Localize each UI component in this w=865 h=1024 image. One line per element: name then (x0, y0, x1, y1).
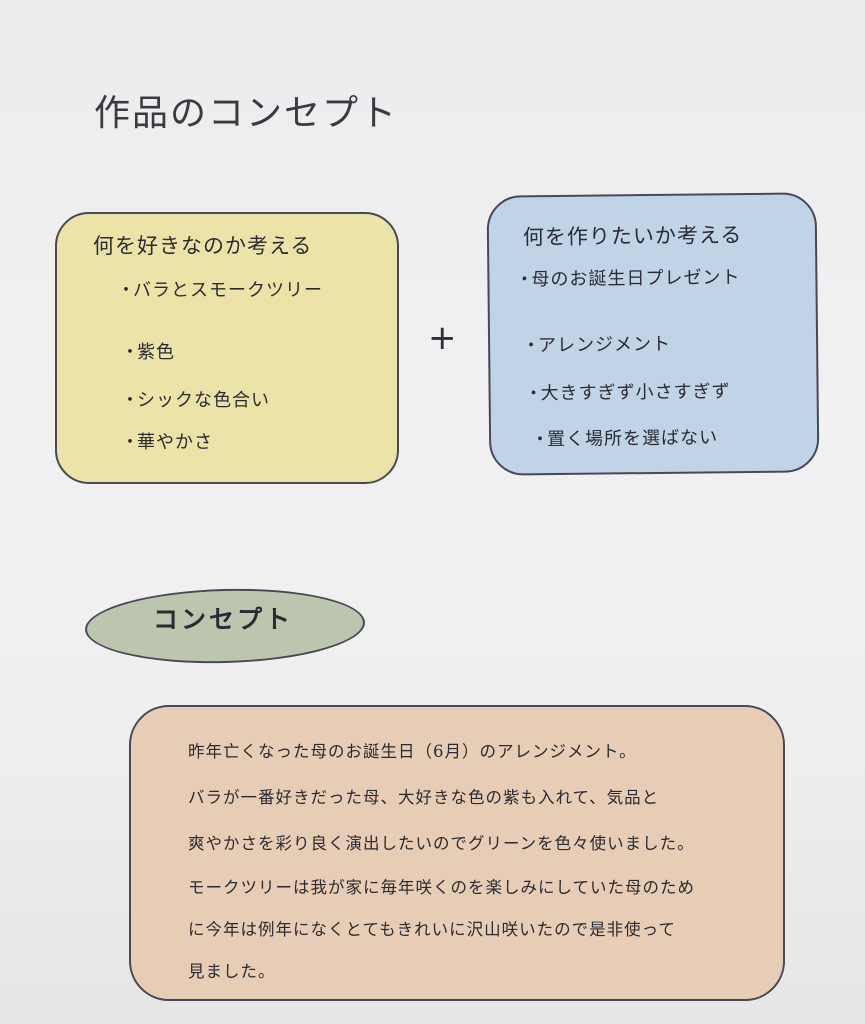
concept-label: コンセプト (153, 605, 294, 634)
likes-box-heading: 何を好きなのか考える (93, 234, 313, 258)
concept-box (129, 705, 785, 1001)
bullet: ・ (515, 269, 535, 291)
likes-item: ・紫色 (121, 338, 175, 364)
page-title: 作品のコンセプト (94, 93, 399, 134)
bullet: ・ (121, 390, 140, 411)
likes-item: ・シックな色合い (121, 386, 270, 412)
likes-item-text: 紫色 (137, 342, 175, 363)
plus-icon: + (428, 318, 457, 358)
make-item-text: 大きすぎず小さすぎず (540, 381, 731, 405)
bullet: ・ (121, 342, 140, 363)
make-item: ・アレンジメント (522, 330, 671, 358)
bullet: ・ (117, 280, 136, 301)
likes-box: 何を好きなのか考える ・バラとスモークツリー ・紫色 ・シックな色合い ・華やか… (55, 212, 399, 484)
make-item: ・母のお誕生日プレゼント (515, 263, 740, 291)
bullet: ・ (121, 432, 140, 453)
likes-item-text: バラとスモークツリー (133, 280, 323, 301)
make-box: 何を作りたいか考える ・母のお誕生日プレゼント ・アレンジメント ・大きすぎず小… (486, 192, 820, 476)
make-item: ・大きすぎず小さすぎず (524, 377, 731, 405)
likes-item-text: 華やかさ (137, 432, 213, 453)
concept-line: モークツリーは我が家に毎年咲くのを楽しみにしていた母のため (188, 878, 696, 897)
bullet: ・ (530, 429, 551, 451)
likes-item-text: シックな色合い (137, 390, 270, 411)
concept-line: 見ました。 (188, 962, 276, 981)
make-item-text: アレンジメント (538, 333, 672, 357)
bullet: ・ (524, 383, 544, 405)
make-item-text: 母のお誕生日プレゼント (531, 267, 741, 291)
concept-line: に今年は例年になくとてもきれいに沢山咲いたので是非使って (188, 920, 676, 939)
make-box-heading: 何を作りたいか考える (522, 223, 743, 250)
likes-item: ・華やかさ (121, 428, 213, 454)
make-item-text: 置く場所を選ばない (546, 427, 719, 451)
likes-item: ・バラとスモークツリー (117, 276, 323, 302)
concept-line: バラが一番好きだった母、大好きな色の紫も入れて、気品と (188, 788, 660, 807)
bullet: ・ (522, 335, 542, 357)
concept-line: 爽やかさを彩り良く演出したいのでグリーンを色々使いました。 (188, 834, 695, 853)
make-item: ・置く場所を選ばない (531, 423, 718, 451)
concept-line: 昨年亡くなった母のお誕生日（6月）のアレンジメント。 (188, 742, 637, 761)
